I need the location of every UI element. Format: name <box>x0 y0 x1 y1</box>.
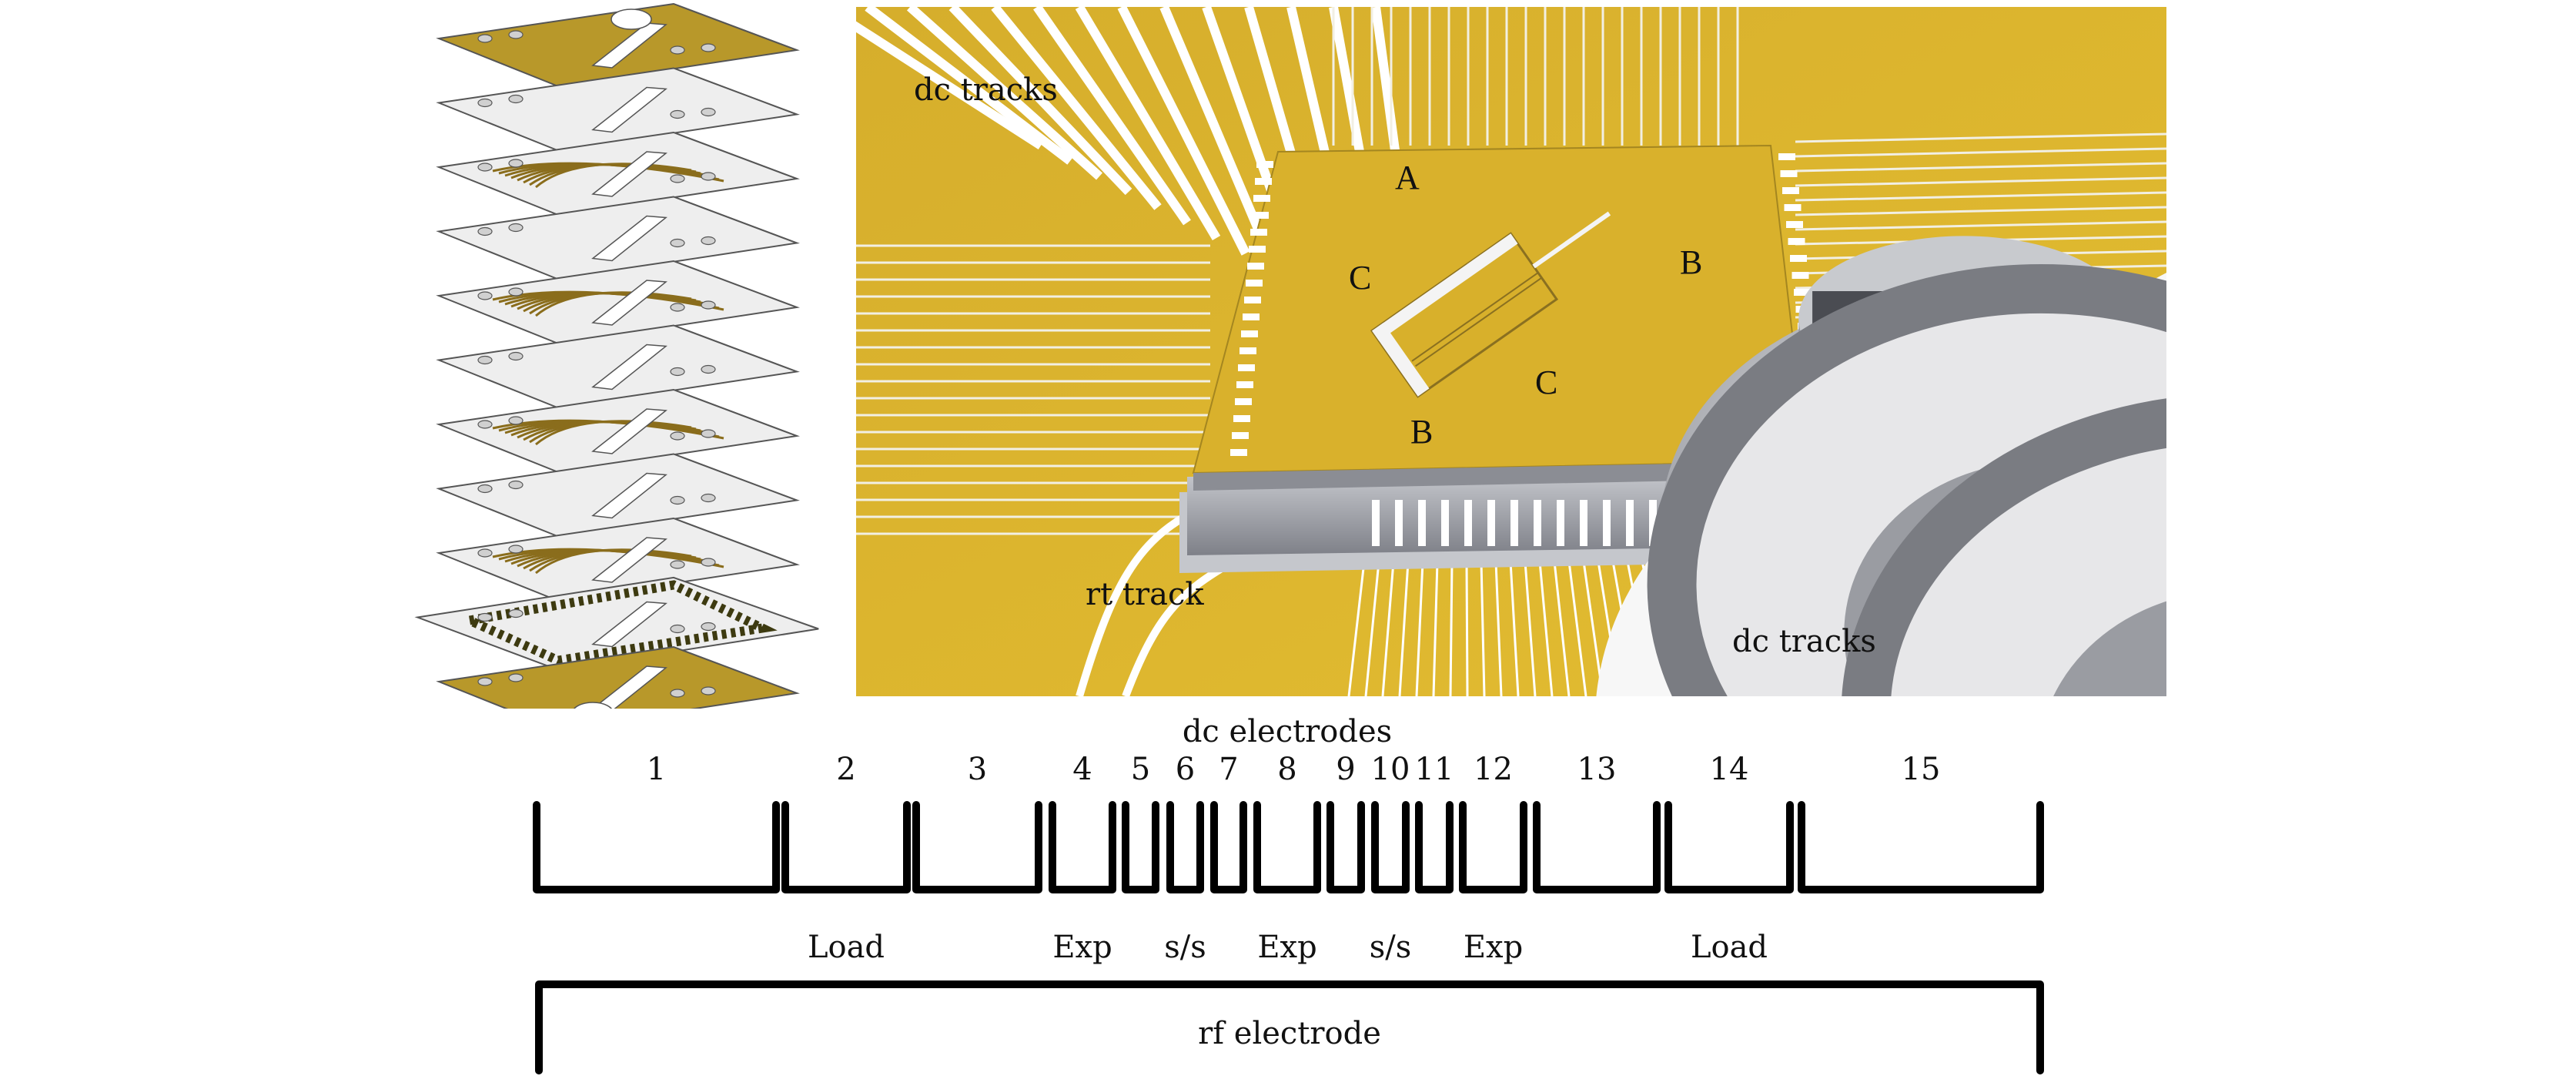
pin-label: C <box>1535 364 1558 401</box>
rf-electrode-label: rf electrode <box>1198 1016 1381 1051</box>
stack-layer-white-spacer <box>436 324 800 409</box>
dc-electrode-number: 9 <box>1336 752 1355 787</box>
dc-electrode-number: 5 <box>1131 752 1150 787</box>
zone-label: Exp <box>1257 930 1316 965</box>
zone-label: Exp <box>1052 930 1112 965</box>
dc-electrode-2 <box>781 801 911 893</box>
zone-label-group: Load Exp s/s Exp s/s Exp Load <box>808 930 1768 965</box>
dc-electrode-number: 1 <box>647 752 666 787</box>
stack-layer-white-spacer <box>436 453 800 538</box>
stack-layer-trace-layer <box>436 517 800 602</box>
zone-label: s/s <box>1164 930 1206 965</box>
dc-tracks-label-bottom: dc tracks <box>1732 624 1876 659</box>
dc-electrode-15 <box>1798 801 2044 893</box>
zone-label: Load <box>1691 930 1768 965</box>
dc-electrode-7 <box>1210 801 1247 893</box>
dc-electrode-number: 4 <box>1072 752 1092 787</box>
screw-label: B <box>1680 243 1703 281</box>
stack-layer-gold-plate <box>436 2 800 88</box>
pin-label: C <box>1349 259 1372 297</box>
dc-electrode-number: 11 <box>1415 752 1454 787</box>
stack-layer-trace-layer <box>436 131 800 216</box>
dc-electrode-10 <box>1371 801 1410 893</box>
dc-electrode-4 <box>1049 801 1116 893</box>
dc-electrodes-title: dc electrodes <box>1183 714 1392 749</box>
dc-electrode-number: 3 <box>968 752 987 787</box>
screw-label: A <box>1395 159 1420 196</box>
alignment-pin <box>1580 369 2166 696</box>
screw-label: B <box>1410 413 1434 451</box>
rf-electrode-outline <box>535 980 2044 1074</box>
dc-electrode-number: 7 <box>1219 752 1238 787</box>
screw-b-bottom-left <box>1276 378 2166 696</box>
dc-electrode-14 <box>1664 801 1794 893</box>
dc-electrode-number: 6 <box>1176 752 1195 787</box>
dc-tracks-label-top: dc tracks <box>914 72 1058 108</box>
dc-electrode-13 <box>1533 801 1661 893</box>
trap-chip-render: A B B A <box>856 7 2166 696</box>
dc-electrode-number: 8 <box>1277 752 1296 787</box>
stack-layer-trace-layer <box>436 388 800 474</box>
exploded-layer-stack <box>414 2 819 709</box>
stack-layer-white-spacer <box>436 67 800 152</box>
stack-layer-carrier-frame <box>414 576 819 671</box>
rt-track-label: rt track <box>1086 577 1204 612</box>
dc-electrode-number: 10 <box>1371 752 1410 787</box>
pin-icon <box>1842 398 2166 696</box>
dc-electrode-5 <box>1122 801 1159 893</box>
dc-electrode-number: 2 <box>836 752 855 787</box>
dc-electrode-3 <box>912 801 1042 893</box>
rf-electrode: rf electrode <box>535 980 2044 1074</box>
screw-a-top-left <box>1309 153 2166 696</box>
stack-layer-trace-layer <box>436 260 800 345</box>
dc-electrode-8 <box>1253 801 1321 893</box>
zone-label: s/s <box>1370 930 1412 965</box>
dc-electrode-number: 14 <box>1710 752 1749 787</box>
chip-plate-edge <box>1193 461 1807 491</box>
alignment-pin <box>1386 240 2166 696</box>
screw-b-top-right <box>1678 165 2166 696</box>
trap-chip-slot <box>1370 211 1611 398</box>
stack-layer-white-spacer <box>436 196 800 280</box>
stack-layer-gold-plate <box>436 645 800 709</box>
zone-label: Exp <box>1464 930 1523 965</box>
dc-electrode-9 <box>1326 801 1365 893</box>
dc-electrode-number: 15 <box>1902 752 1941 787</box>
dc-electrode-number: 13 <box>1577 752 1617 787</box>
zone-label: Load <box>808 930 885 965</box>
dc-electrode-12 <box>1459 801 1527 893</box>
dc-electrode-number: 12 <box>1474 752 1513 787</box>
dc-electrode-6 <box>1166 801 1204 893</box>
dc-electrode-1 <box>533 801 780 893</box>
dc-electrode-11 <box>1415 801 1454 893</box>
